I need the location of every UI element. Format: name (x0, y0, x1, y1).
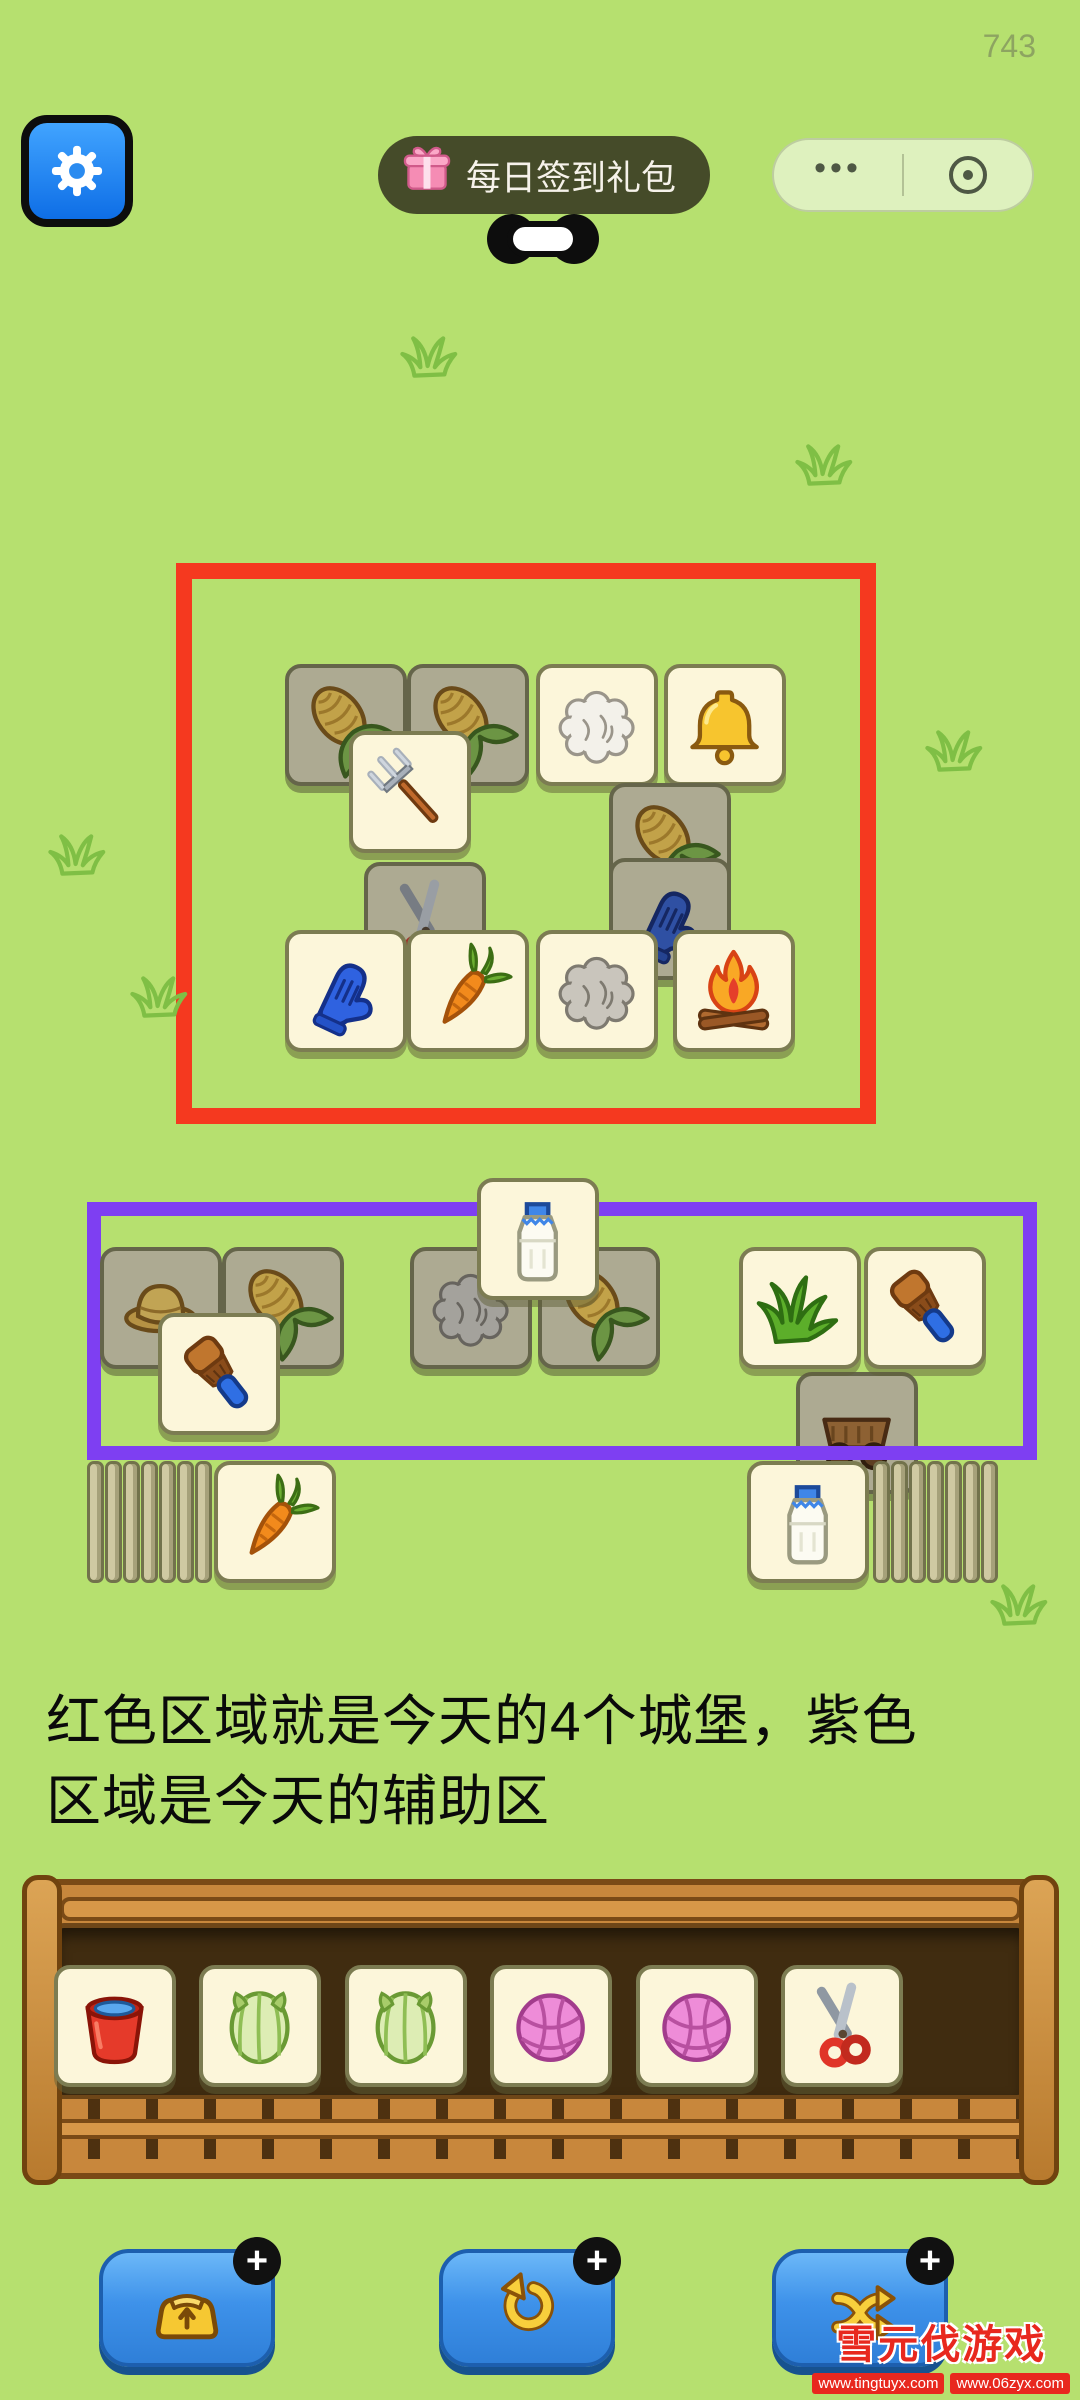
grass-tuft (990, 1578, 1062, 1626)
watermark-title: 雪元伐游戏 (836, 2323, 1047, 2367)
stacked-tile-edge[interactable] (909, 1461, 926, 1583)
brush-icon (184, 1336, 249, 1409)
grass-tuft (130, 970, 202, 1018)
grass-icon (757, 1275, 839, 1345)
more-dots-icon: ••• (814, 148, 862, 187)
undo-button[interactable]: + (439, 2237, 621, 2367)
undo-icon (501, 2272, 554, 2331)
props-button[interactable]: + (99, 2237, 281, 2367)
tile-cabbage[interactable] (345, 1965, 467, 2087)
carrot-icon (442, 943, 513, 1025)
gear-icon (51, 145, 103, 197)
tile-carrot[interactable] (407, 930, 529, 1052)
frame-counter: 743 (982, 28, 1036, 64)
glove-icon (313, 963, 374, 1037)
campfire-icon (698, 950, 770, 1031)
wool_white-icon (558, 691, 636, 765)
carrot-icon (249, 1474, 320, 1556)
stacked-tile-edge[interactable] (177, 1461, 194, 1583)
tile-brush[interactable] (158, 1313, 280, 1435)
stacked-tile-edge[interactable] (891, 1461, 908, 1583)
tile-glove[interactable] (285, 930, 407, 1052)
tile-pitchfork[interactable] (349, 731, 471, 853)
stacked-tile-edge[interactable] (927, 1461, 944, 1583)
instruction-line-2: 区域是今天的辅助区 (46, 1769, 551, 1832)
tile-grass[interactable] (739, 1247, 861, 1369)
more-button[interactable]: ••• (774, 140, 902, 210)
bell-icon (690, 690, 760, 766)
stacked-tile-edge[interactable] (873, 1461, 890, 1583)
signin-label: 每日签到礼包 (466, 158, 677, 198)
tile-milk[interactable] (747, 1461, 869, 1583)
wool_gray-icon (558, 957, 636, 1031)
instruction-text: 红色区域就是今天的4个城堡，紫色 区域是今天的辅助区 (46, 1682, 918, 1842)
tray-top-rail (60, 1897, 1021, 1921)
tile-carrot[interactable] (214, 1461, 336, 1583)
watermark-url: www.06zyx.com (950, 2373, 1070, 2394)
tile-shears[interactable] (781, 1965, 903, 2087)
grass-tuft (925, 724, 997, 772)
shears-icon (817, 1983, 872, 2068)
cabbage-icon (375, 1991, 437, 2065)
tile-yarn_pink[interactable] (490, 1965, 612, 2087)
milk-icon (787, 1485, 829, 1565)
stacked-tile-edge[interactable] (195, 1461, 212, 1583)
stacked-tile-edge[interactable] (141, 1461, 158, 1583)
tile-wool_white[interactable] (536, 664, 658, 786)
tile-campfire[interactable] (673, 930, 795, 1052)
capsule-divider (902, 154, 904, 196)
stacked-tile-edge[interactable] (123, 1461, 140, 1583)
watermark: 雪元伐游戏 www.tingtuyx.com www.06zyx.com (812, 2312, 1070, 2394)
pitchfork-icon (367, 748, 439, 824)
tile-bell[interactable] (664, 664, 786, 786)
stacked-tile-edge[interactable] (87, 1461, 104, 1583)
grass-tuft (48, 828, 120, 876)
shuffle-button[interactable]: + (772, 2237, 954, 2367)
stacked-tile-edge[interactable] (963, 1461, 980, 1583)
bone-toggle[interactable] (487, 214, 599, 264)
props-plus-badge[interactable]: + (233, 2237, 281, 2285)
bone-pill (513, 227, 573, 251)
stacked-tile-edge[interactable] (981, 1461, 998, 1583)
tile-milk[interactable] (477, 1178, 599, 1300)
grass-tuft (795, 438, 867, 486)
shuffle-icon (831, 2285, 896, 2341)
stacked-tile-edge[interactable] (105, 1461, 122, 1583)
bucket-icon (85, 1997, 145, 2065)
yarn_pink-icon (662, 1993, 732, 2063)
tile-brush[interactable] (864, 1247, 986, 1369)
instruction-line-1: 红色区域就是今天的4个城堡，紫色 (46, 1690, 918, 1752)
bag-icon (155, 2294, 219, 2340)
watermark-url: www.tingtuyx.com (812, 2373, 945, 2394)
cabbage-icon (229, 1991, 291, 2065)
minimize-button[interactable] (904, 140, 1032, 210)
stacked-tile-edge[interactable] (159, 1461, 176, 1583)
yarn_pink-icon (516, 1993, 586, 2063)
settings-button[interactable] (21, 115, 133, 227)
grass-tuft (400, 330, 472, 378)
target-icon (949, 156, 987, 194)
tile-cabbage[interactable] (199, 1965, 321, 2087)
tile-bucket[interactable] (54, 1965, 176, 2087)
red-castle-zone (176, 563, 876, 1124)
stacked-tile-edge[interactable] (945, 1461, 962, 1583)
brush-icon (890, 1270, 955, 1343)
tray-bottom-rail (38, 2119, 1043, 2139)
tile-wool_gray[interactable] (536, 930, 658, 1052)
milk-icon (517, 1202, 559, 1282)
undo-plus-badge[interactable]: + (573, 2237, 621, 2285)
tray-post-right (1019, 1875, 1059, 2185)
tile-wool_gray[interactable] (410, 1247, 532, 1369)
gift-icon (403, 146, 451, 190)
wechat-capsule: ••• (772, 138, 1034, 212)
daily-signin-pill[interactable]: 每日签到礼包 (378, 136, 711, 214)
tile-yarn_pink[interactable] (636, 1965, 758, 2087)
shuffle-plus-badge[interactable]: + (906, 2237, 954, 2285)
